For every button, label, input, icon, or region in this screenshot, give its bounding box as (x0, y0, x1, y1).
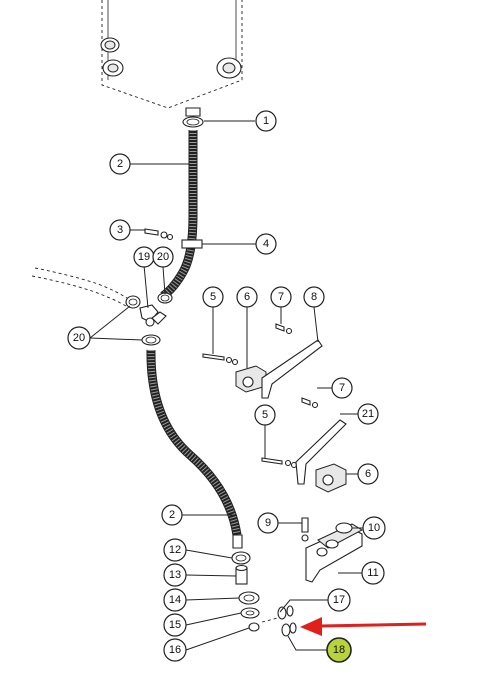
screw-7b (301, 397, 311, 406)
screw-3 (144, 228, 174, 241)
svg-text:5: 5 (262, 409, 268, 421)
callout-8: 8 (303, 286, 325, 308)
callout-17: 17 (327, 588, 351, 612)
tank-fitting-top-left (100, 37, 124, 77)
svg-text:9: 9 (265, 517, 271, 529)
callout-9: 9 (257, 512, 279, 534)
bracket-assembly-bottom (301, 517, 364, 583)
hose-end-fitting (232, 534, 243, 549)
svg-text:10: 10 (368, 522, 380, 534)
svg-text:13: 13 (169, 569, 181, 581)
y-connector (139, 304, 167, 327)
bracket-assembly-upper (202, 323, 323, 399)
bracket-21 (295, 419, 347, 485)
adapter-13 (235, 564, 248, 585)
highlight-arrow (300, 617, 427, 636)
svg-text:2: 2 (169, 509, 175, 521)
callout-7-lower: 7 (331, 377, 353, 399)
svg-text:15: 15 (169, 619, 181, 631)
callout-2-lower: 2 (161, 504, 183, 526)
callout-20-left: 20 (67, 326, 91, 350)
callout-7-upper: 7 (270, 286, 292, 308)
svg-text:7: 7 (339, 382, 345, 394)
svg-text:17: 17 (333, 594, 345, 606)
callout-15: 15 (163, 613, 187, 637)
return-hose (31, 267, 131, 307)
hose-clamp-20b (157, 292, 173, 304)
tank-fitting-right (216, 57, 242, 79)
svg-text:3: 3 (117, 224, 123, 236)
o-ring-17 (277, 605, 294, 620)
bolt-9 (301, 517, 309, 533)
callout-6-upper: 6 (236, 286, 258, 308)
leader-lines (89, 120, 363, 651)
callout-21: 21 (357, 403, 379, 425)
bolt-5b (261, 457, 283, 465)
lower-hose (146, 349, 242, 536)
tank (100, 0, 243, 117)
callout-6-lower: 6 (357, 463, 379, 485)
callout-14: 14 (163, 588, 187, 612)
hose-clamp-20c (141, 334, 161, 346)
callout-5-upper: 5 (202, 286, 224, 308)
bracket-8 (261, 339, 323, 399)
svg-text:4: 4 (263, 238, 269, 250)
svg-text:20: 20 (157, 251, 169, 263)
hose-clamp-20a (125, 295, 141, 309)
callout-13: 13 (163, 563, 187, 587)
callout-16: 16 (163, 638, 187, 662)
bracket-assembly-lower (261, 397, 347, 493)
svg-text:6: 6 (365, 468, 371, 480)
callout-1: 1 (255, 110, 277, 132)
svg-text:5: 5 (210, 291, 216, 303)
callout-4: 4 (255, 233, 277, 255)
svg-text:19: 19 (138, 251, 150, 263)
svg-text:16: 16 (169, 644, 181, 656)
svg-text:2: 2 (117, 158, 123, 170)
svg-text:12: 12 (169, 544, 181, 556)
svg-text:18: 18 (333, 644, 345, 656)
washer-15 (240, 607, 260, 619)
callout-11: 11 (361, 561, 385, 585)
svg-text:6: 6 (244, 291, 250, 303)
hose-clamp-top (182, 116, 204, 128)
bolt-5a (202, 353, 225, 361)
callout-18-highlighted: 18 (326, 637, 352, 663)
callout-10: 10 (362, 516, 386, 540)
o-ring-18 (281, 622, 297, 637)
callout-2-upper: 2 (109, 153, 131, 175)
nut-12 (231, 551, 251, 565)
seal-16 (248, 622, 260, 632)
svg-text:14: 14 (169, 594, 181, 606)
svg-text:8: 8 (311, 291, 317, 303)
clip-clamp (181, 239, 203, 249)
svg-text:11: 11 (367, 567, 378, 579)
upper-hose (160, 130, 198, 300)
callout-5-lower: 5 (254, 404, 276, 426)
callout-12: 12 (163, 538, 187, 562)
svg-text:7: 7 (278, 291, 284, 303)
svg-text:20: 20 (73, 332, 85, 344)
nut-14 (238, 591, 260, 605)
callout-19: 19 (133, 246, 155, 268)
callout-20-upper: 20 (152, 246, 174, 268)
svg-text:21: 21 (362, 408, 374, 420)
screw-7a (275, 323, 285, 332)
svg-text:1: 1 (263, 115, 269, 127)
callout-3: 3 (109, 219, 131, 241)
